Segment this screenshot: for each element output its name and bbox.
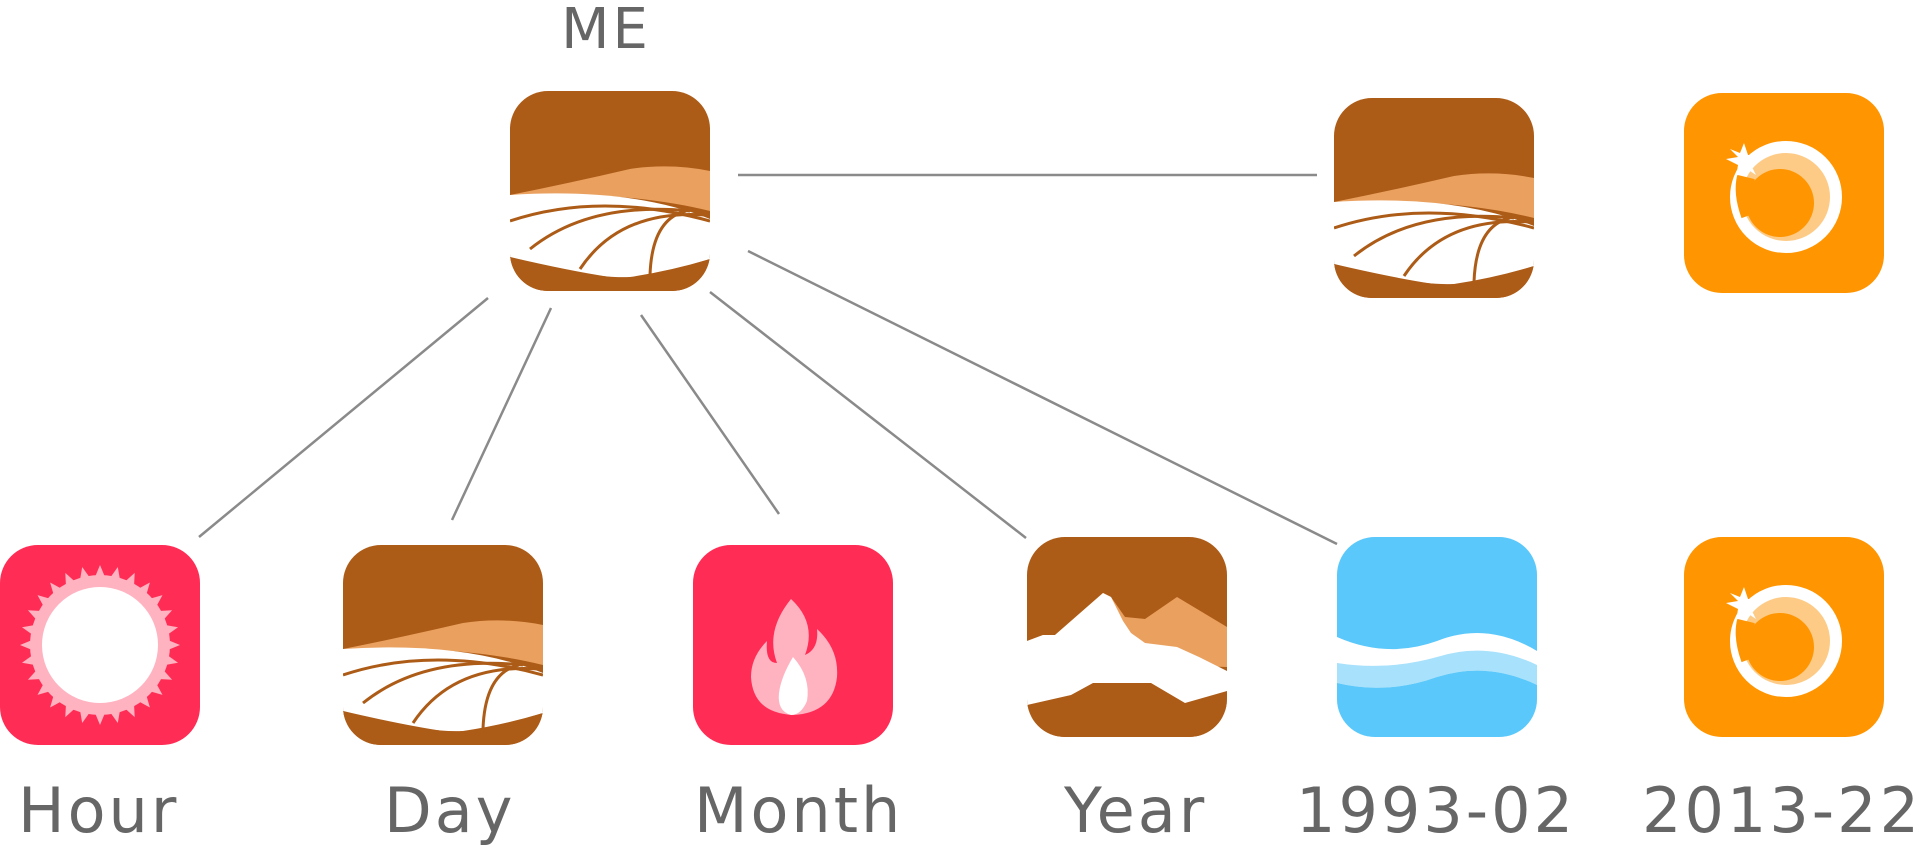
- child-node-comet[interactable]: [1684, 537, 1884, 737]
- root-node[interactable]: [510, 91, 710, 291]
- fire-icon: [693, 545, 893, 745]
- child-label-day: Day: [384, 774, 516, 847]
- side-node[interactable]: [1334, 98, 1534, 298]
- mountain-icon: [1027, 537, 1227, 737]
- link-root-month: [639, 314, 781, 515]
- child-node-water[interactable]: [1337, 537, 1537, 737]
- child-label-month: Month: [694, 774, 904, 847]
- link-root-day: [450, 307, 553, 521]
- child-node-month[interactable]: [693, 545, 893, 745]
- child-label-hour: Hour: [18, 774, 180, 847]
- child-node-year[interactable]: [1027, 537, 1227, 737]
- link-root-year: [709, 291, 1027, 539]
- child-label-water: 1993-02: [1296, 774, 1577, 847]
- comet-icon: [1684, 93, 1884, 293]
- comet-icon: [1684, 537, 1884, 737]
- child-label-comet: 2013-22: [1642, 774, 1919, 847]
- earth-icon: [1334, 98, 1534, 298]
- child-label-year: Year: [1064, 774, 1208, 847]
- earth-icon: [510, 91, 710, 291]
- water-icon: [1337, 537, 1537, 737]
- child-node-day[interactable]: [343, 545, 543, 745]
- root-label: ME: [561, 0, 651, 62]
- link-root-water: [747, 249, 1338, 546]
- child-node-hour[interactable]: [0, 545, 200, 745]
- sun-icon: [0, 545, 200, 745]
- link-root-hour: [198, 297, 489, 538]
- corner-node[interactable]: [1684, 93, 1884, 293]
- earth-icon: [343, 545, 543, 745]
